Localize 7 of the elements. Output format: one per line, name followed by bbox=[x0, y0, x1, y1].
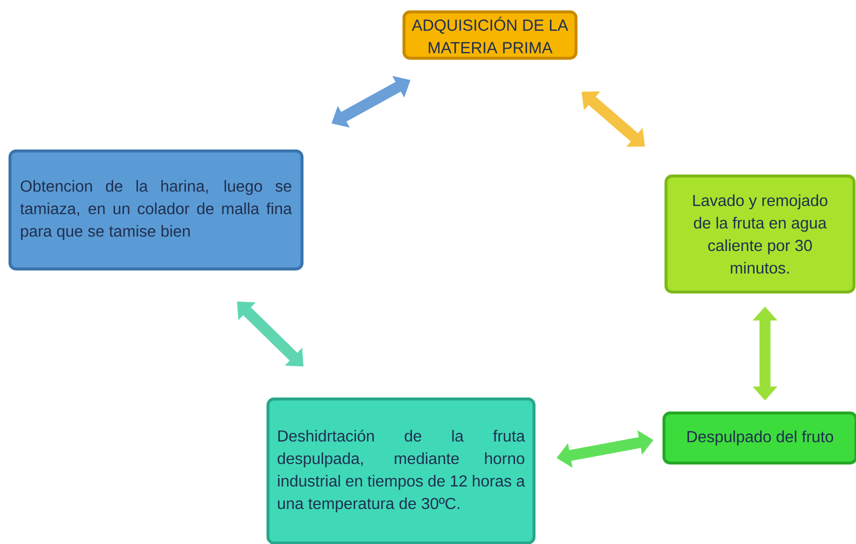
process-box: Obtencion de la harina, luego se tamiaza, en un colador de malla fina para que se tamise bien bbox=[8, 150, 304, 270]
process-box: ADQUISICIÓN DE LA MATERIA PRIMA bbox=[402, 10, 578, 60]
process-box: Despulpado del fruto bbox=[662, 412, 856, 464]
process-box: Lavado y remojado de la fruta en agua caliente por 30 minutos. bbox=[664, 174, 856, 294]
process-box: Deshidrtación de la fruta despulpada, mediante horno industrial en tiempos de 12 horas a una temperatura de 30ºC. bbox=[266, 398, 536, 544]
double-arrow bbox=[237, 302, 304, 366]
double-arrow bbox=[582, 91, 645, 147]
